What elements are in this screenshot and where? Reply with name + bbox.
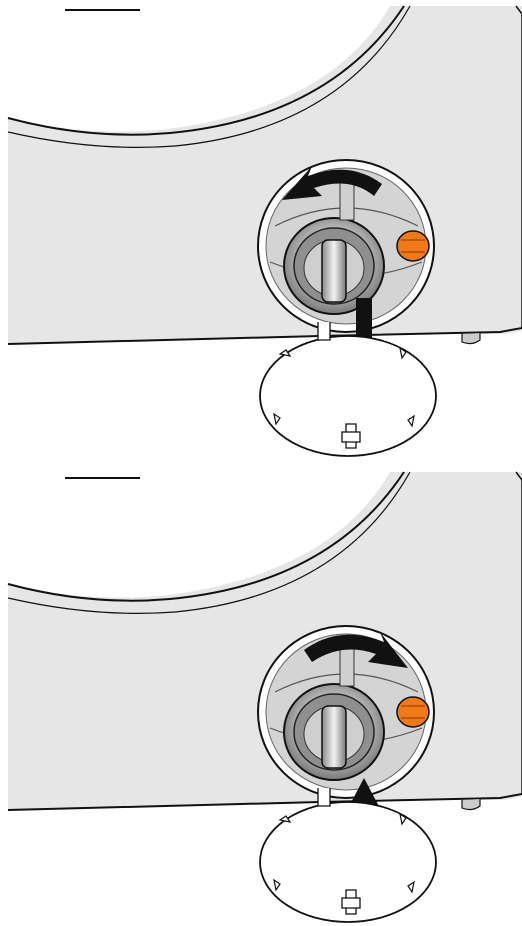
machine-foot: [462, 333, 480, 344]
panel-remove-filter: [8, 6, 522, 456]
filter-knob: [322, 706, 346, 768]
service-hatch-cover: [260, 322, 436, 456]
filter-knob: [322, 240, 346, 302]
emergency-drain-cap: [397, 231, 429, 261]
panel-install-filter: [8, 472, 522, 922]
service-hatch-cover: [260, 788, 436, 922]
emergency-drain-cap: [397, 697, 429, 727]
machine-foot: [462, 799, 480, 810]
